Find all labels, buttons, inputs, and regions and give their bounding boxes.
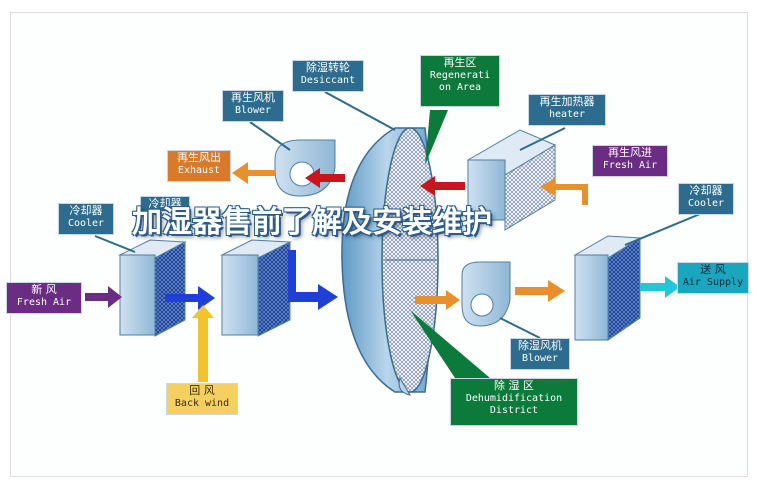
label-middle-cooler-zh: 冷却器 [148, 197, 182, 210]
label-regeneration-en2: on Area [438, 82, 482, 94]
right-cooler [573, 235, 642, 341]
label-heater: 再生加热器 heater [528, 94, 606, 126]
arrow-red-to-blower [305, 168, 345, 188]
label-air-supply: 送 风 Air Supply [677, 262, 749, 294]
label-desiccant: 除湿转轮 Desiccant [292, 60, 364, 92]
arrow-red-to-wheel [420, 176, 465, 196]
label-right-cooler-zh: 冷却器 [689, 184, 723, 197]
label-bottom-blower-en: Blower [521, 352, 559, 364]
bottom-blower [461, 261, 511, 327]
middle-cooler [220, 239, 292, 337]
arrow-blue-2 [288, 250, 338, 310]
label-heater-zh: 再生加热器 [539, 95, 595, 108]
label-left-cooler: 冷却器 Cooler [58, 203, 114, 235]
top-blower [274, 139, 336, 197]
label-pointers [94, 91, 701, 378]
arrow-fresh-air-in [540, 178, 588, 205]
label-regeneration-en1: Regenerati [429, 69, 491, 81]
arrow-fresh-air-left [85, 286, 122, 308]
label-back-wind: 回 风 Back wind [166, 383, 238, 415]
label-fresh-air-zh: 新 风 [31, 283, 57, 296]
label-left-cooler-en: Cooler [67, 217, 105, 229]
label-fresh-air: 新 风 Fresh Air [6, 282, 82, 314]
label-top-blower: 再生风机 Blower [222, 90, 284, 122]
airflow-arrows [85, 162, 680, 382]
label-desiccant-en: Desiccant [300, 74, 356, 86]
label-top-blower-en: Blower [234, 104, 272, 116]
regeneration-heater [466, 129, 557, 231]
arrow-air-supply [640, 276, 680, 298]
label-regeneration-area: 再生区 Regenerati on Area [420, 55, 500, 107]
label-fresh-air-en: Fresh Air [16, 296, 72, 308]
label-regeneration-zh: 再生区 [443, 56, 477, 69]
arrow-to-bottom-blower [415, 290, 460, 310]
label-air-supply-zh: 送 风 [700, 263, 726, 276]
label-dehumidification-district: 除 湿 区 Dehumidification District [450, 378, 578, 426]
label-top-blower-zh: 再生风机 [231, 91, 275, 104]
label-dehumid-en1: Dehumidification [465, 392, 563, 404]
label-exhaust-en: Exhaust [177, 164, 221, 176]
label-middle-cooler-partial: 冷却器 [140, 196, 190, 212]
arrow-blue-1 [165, 286, 215, 310]
label-back-wind-zh: 回 风 [189, 384, 215, 397]
label-heater-en: heater [548, 108, 586, 120]
label-fresh-air-in-zh: 再生风进 [608, 146, 652, 159]
label-back-wind-en: Back wind [174, 397, 230, 409]
label-bottom-blower: 除湿风机 Blower [510, 338, 570, 370]
label-fresh-air-in-en: Fresh Air [602, 159, 658, 171]
label-air-supply-en: Air Supply [682, 276, 744, 288]
label-left-cooler-zh: 冷却器 [69, 204, 103, 217]
label-desiccant-zh: 除湿转轮 [306, 61, 350, 74]
article-title: 加湿器售前了解及安装维护 [132, 205, 492, 240]
left-cooler [118, 239, 187, 337]
label-fresh-air-in: 再生风进 Fresh Air [592, 145, 668, 177]
label-right-cooler-en: Cooler [687, 197, 725, 209]
label-exhaust-zh: 再生风出 [177, 151, 221, 164]
label-bottom-blower-zh: 除湿风机 [518, 339, 562, 352]
arrow-exhaust [232, 162, 275, 184]
label-dehumid-zh: 除 湿 区 [494, 379, 534, 392]
label-dehumid-en2: District [489, 405, 539, 417]
arrow-to-right-cooler [515, 280, 565, 302]
label-exhaust: 再生风出 Exhaust [167, 150, 231, 182]
label-right-cooler: 冷却器 Cooler [678, 183, 734, 215]
arrow-back-wind [192, 305, 214, 382]
desiccant-wheel [341, 127, 439, 396]
